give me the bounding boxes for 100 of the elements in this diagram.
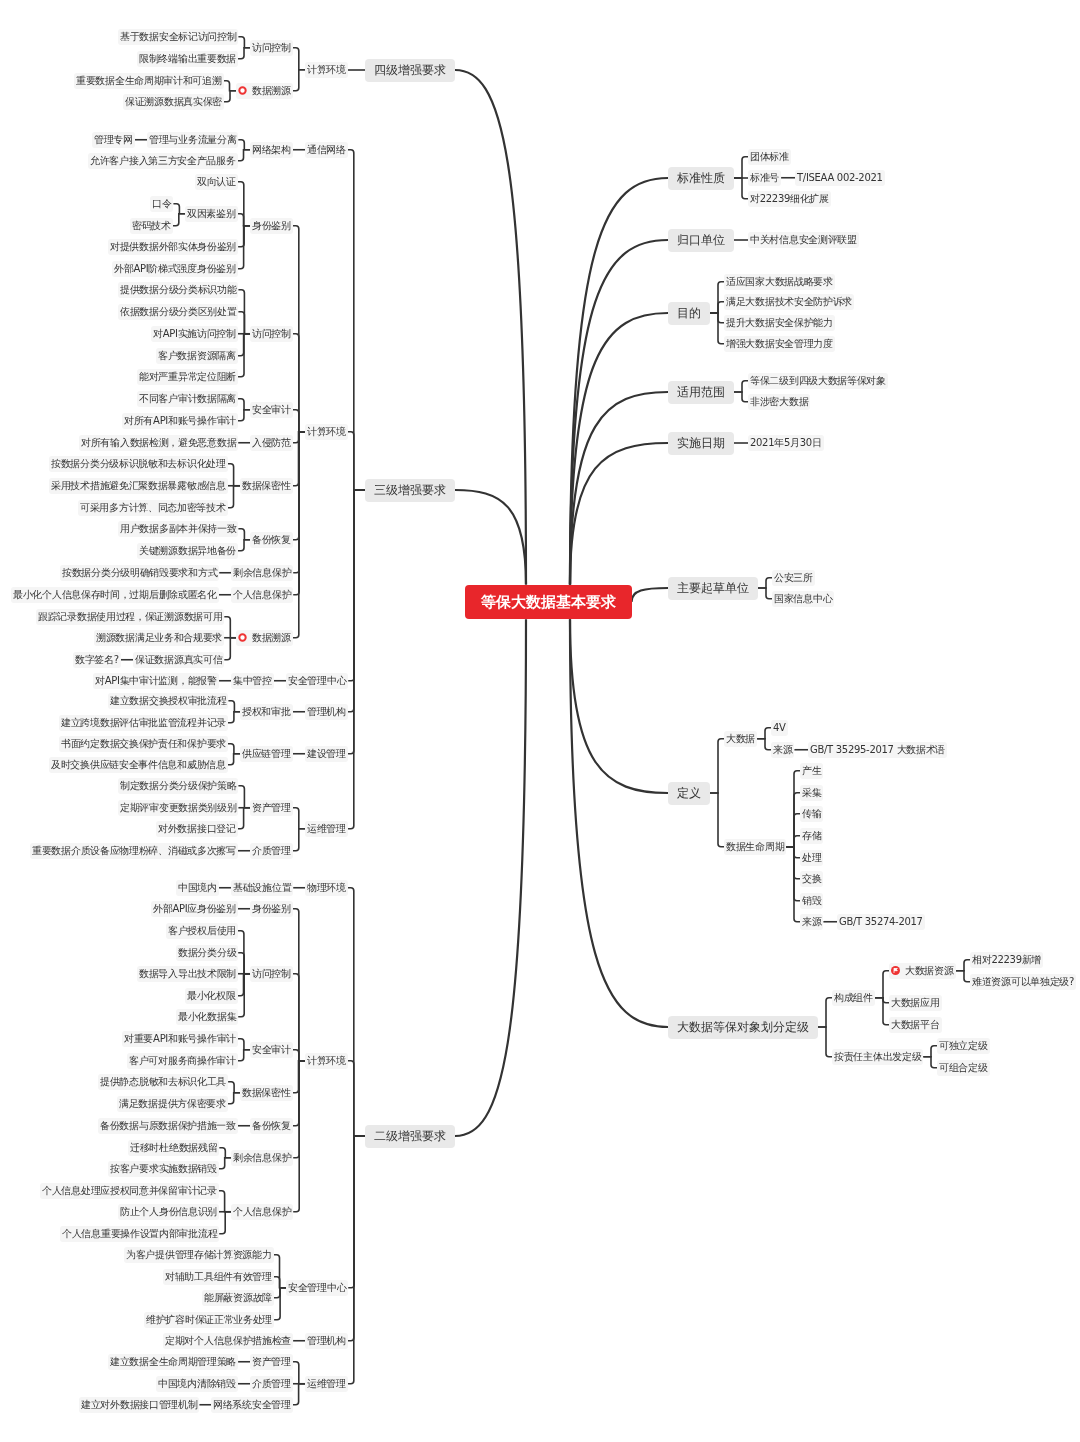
branch-line <box>236 224 251 270</box>
topic-text: 保证数据源真实可信 <box>135 653 223 666</box>
branch-line <box>218 571 232 574</box>
topic-text: 防止个人身份信息识别 <box>120 1205 217 1218</box>
topic-text: 数据保密性 <box>242 479 291 492</box>
topic-text: 集中管控 <box>233 674 272 687</box>
topic-text: 目的 <box>677 305 701 321</box>
topic-text: 双因素鉴别 <box>187 207 236 220</box>
branch-line <box>237 332 251 378</box>
main-topic-box <box>668 228 734 252</box>
topic-text: 密码技术 <box>132 219 171 232</box>
topic-text: 运维管理 <box>307 822 346 835</box>
topic-text: 对外数据接口登记 <box>158 822 236 835</box>
topic-text: 能屏蔽资源故障 <box>204 1291 272 1304</box>
topic-text: 适用范围 <box>677 384 725 400</box>
topic-text: 介质管理 <box>252 1377 291 1390</box>
topic-text: 满足数据提供方保密要求 <box>119 1097 226 1110</box>
topic-text: 建立数据交换授权审批流程 <box>110 694 227 707</box>
main-topic-box <box>668 1015 818 1039</box>
topic-text: 对API集中审计监测，能报警 <box>95 674 217 687</box>
branch-line <box>237 408 251 422</box>
branch-line <box>198 1403 212 1406</box>
topic-text: 三级增强要求 <box>374 482 446 498</box>
topic-text: 等保大数据基本要求 <box>480 592 616 612</box>
topic-text: 增强大数据安全管理力度 <box>726 337 833 350</box>
branch-line <box>874 996 890 1026</box>
topic-text: 允许客户接入第三方安全产品服务 <box>90 154 236 167</box>
branch-line <box>227 710 241 724</box>
branch-line <box>273 679 287 682</box>
branch-line <box>217 593 232 596</box>
branch-line <box>223 636 237 661</box>
subtopic-box <box>236 629 293 646</box>
topic-text: 四级增强要求 <box>374 62 446 78</box>
branch-line <box>237 1124 251 1127</box>
topic-text: 客户授权后使用 <box>168 924 236 937</box>
branch-line <box>237 972 251 1018</box>
main-topic-box <box>668 431 734 455</box>
branch-line <box>237 1360 251 1363</box>
topic-text: 管理与业务流量分离 <box>149 133 237 146</box>
topic-text: 个人信息处理应授权同意并保留审计记录 <box>42 1184 217 1197</box>
main-topic-box <box>668 781 710 805</box>
topic-text: 难道资源可以单独定级? <box>972 975 1074 988</box>
topic-text: 入侵防范 <box>252 436 291 449</box>
topic-text: 对所有输入数据检测，避免恶意数据 <box>81 436 237 449</box>
branch-line <box>237 441 251 444</box>
branch-line <box>236 806 251 830</box>
topic-text: 最小化数据集 <box>178 1010 237 1023</box>
topic-text: 不同客户审计数据隔离 <box>139 392 236 405</box>
topic-text: 主要起草单位 <box>677 580 749 596</box>
topic-text: 数据溯源 <box>252 84 291 97</box>
branch-line <box>172 212 186 227</box>
branch-line <box>226 484 241 509</box>
topic-text: 安全审计 <box>252 403 291 416</box>
topic-text: 来源 <box>773 743 793 756</box>
branch-line <box>780 176 796 179</box>
branch-line <box>292 1339 306 1342</box>
topic-text: 访问控制 <box>252 967 291 980</box>
branch-line <box>822 920 838 923</box>
topic-text: 大数据等保对象划分定级 <box>677 1019 809 1035</box>
topic-text: 保证溯源数据真实保密 <box>125 95 222 108</box>
topic-text: 来源 <box>802 915 822 928</box>
topic-text: 介质管理 <box>252 844 291 857</box>
topic-text: 供应链管理 <box>242 747 291 760</box>
topic-text: 可独立定级 <box>939 1039 988 1052</box>
branch-line <box>236 1048 251 1062</box>
topic-text: 按数据分类分级标识脱敏和去标识化处理 <box>51 457 226 470</box>
branch-line <box>226 752 241 766</box>
topic-text: 建立跨境数据评估审批监管流程并记录 <box>61 716 226 729</box>
topic-text: 建立数据全生命周期管理策略 <box>110 1355 237 1368</box>
topic-text: 中国境内 <box>178 881 217 894</box>
topic-text: 书面约定数据交换保护责任和保护要求 <box>61 737 226 750</box>
topic-text: 定期评审变更数据类别级别 <box>120 801 237 814</box>
topic-text: 备份恢复 <box>252 533 291 546</box>
branch-line <box>292 827 306 852</box>
branch-line <box>236 1382 251 1385</box>
main-topic-box <box>668 301 710 325</box>
branch-line <box>237 538 251 552</box>
topic-text: 数据分类分级 <box>178 946 237 959</box>
topic-text: 个人信息重要操作设置内部审批流程 <box>62 1227 218 1240</box>
branch-line <box>733 177 749 200</box>
topic-text: 迁移时杜绝数据残留 <box>130 1141 218 1154</box>
topic-text: 实施日期 <box>677 435 725 451</box>
main-topic-box <box>365 1124 455 1148</box>
branch-line <box>347 489 366 830</box>
branch-line <box>756 737 772 751</box>
topic-text: 计算环境 <box>307 425 346 438</box>
topic-text: 剩余信息保护 <box>233 1151 292 1164</box>
main-topic-box <box>365 478 455 502</box>
topic-text: 身份鉴别 <box>252 902 291 915</box>
branch-line <box>630 586 668 602</box>
topic-text: 传输 <box>802 807 822 820</box>
topic-text: 运维管理 <box>307 1377 346 1390</box>
branch-line <box>733 391 749 403</box>
branch-line <box>292 148 306 151</box>
topic-text: 存储 <box>802 829 822 842</box>
topic-text: 标准性质 <box>677 170 725 186</box>
topic-text: 构成组件 <box>834 991 873 1004</box>
branch-line <box>347 69 366 71</box>
topic-text: 访问控制 <box>252 327 291 340</box>
topic-text: 提升大数据安全保护能力 <box>726 316 833 329</box>
